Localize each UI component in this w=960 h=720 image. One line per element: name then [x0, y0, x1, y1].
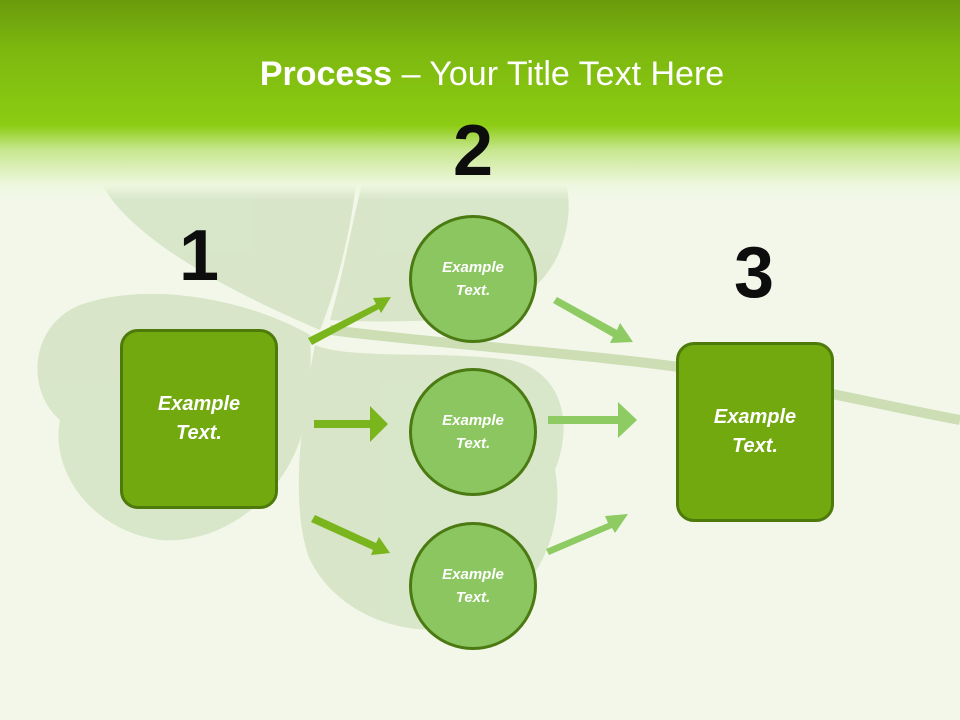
step-1-box: Example Text.: [120, 329, 278, 509]
slide-title: Process – Your Title Text Here: [0, 52, 960, 96]
arrow-right-down-icon: [311, 515, 390, 555]
arrow-right-icon: [548, 402, 637, 438]
step-number-1: 1: [178, 216, 220, 296]
step-2-circle-top: Example Text.: [409, 215, 537, 343]
arrow-right-down-icon: [553, 297, 633, 343]
arrow-right-up-icon: [546, 514, 628, 555]
step-3-box: Example Text.: [676, 342, 834, 522]
header-bar: [0, 0, 960, 200]
title-rest: – Your Title Text Here: [392, 55, 725, 93]
arrow-right-icon: [314, 406, 388, 442]
arrow-right-up-icon: [308, 297, 391, 345]
step-2-circle-middle: Example Text.: [409, 368, 537, 496]
step-2-circle-bottom: Example Text.: [409, 522, 537, 650]
step-number-3: 3: [733, 233, 775, 313]
title-bold: Process: [259, 55, 393, 93]
step-number-2: 2: [452, 111, 494, 191]
